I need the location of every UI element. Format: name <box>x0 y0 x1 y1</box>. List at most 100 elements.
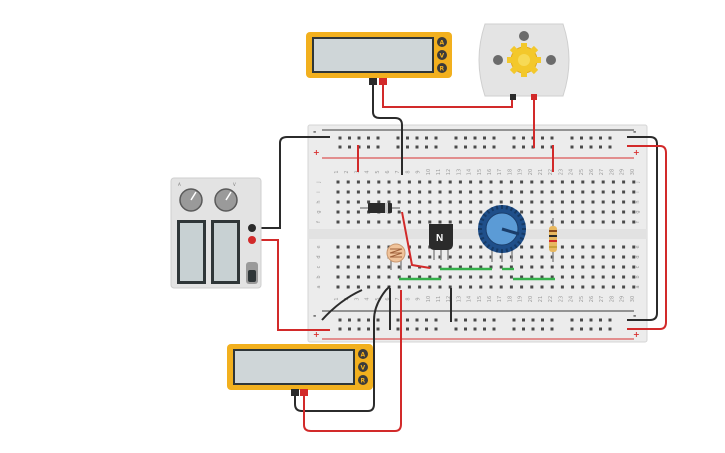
breadboard-hole[interactable] <box>418 245 422 249</box>
potentiometer-icon[interactable] <box>478 205 526 262</box>
breadboard-hole[interactable] <box>367 180 371 184</box>
breadboard-hole[interactable] <box>356 210 360 214</box>
breadboard-hole[interactable] <box>448 190 452 194</box>
breadboard-hole[interactable] <box>622 275 626 279</box>
breadboard[interactable]: - + - + - + - + 112233445566778899101011… <box>307 124 648 343</box>
rail-hole[interactable] <box>464 327 467 331</box>
rail-hole[interactable] <box>608 318 612 322</box>
rail-hole[interactable] <box>396 136 400 140</box>
breadboard-hole[interactable] <box>448 275 452 279</box>
breadboard-hole[interactable] <box>356 245 360 249</box>
breadboard-hole[interactable] <box>581 190 585 194</box>
breadboard-hole[interactable] <box>581 180 585 184</box>
rail-hole[interactable] <box>348 327 351 331</box>
breadboard-hole[interactable] <box>377 255 381 259</box>
breadboard-hole[interactable] <box>469 285 473 289</box>
multimeter-bottom[interactable]: A V R <box>227 344 373 396</box>
breadboard-hole[interactable] <box>428 220 432 224</box>
breadboard-hole[interactable] <box>407 265 411 269</box>
breadboard-hole[interactable] <box>448 180 452 184</box>
wire-black-supply-to-rail[interactable] <box>252 136 330 229</box>
rail-hole[interactable] <box>608 327 612 331</box>
resistor-icon[interactable] <box>549 218 557 262</box>
breadboard-hole[interactable] <box>550 210 554 214</box>
breadboard-hole[interactable] <box>346 245 350 249</box>
rail-hole[interactable] <box>580 318 583 322</box>
breadboard-hole[interactable] <box>530 285 534 289</box>
breadboard-hole[interactable] <box>448 200 452 204</box>
breadboard-hole[interactable] <box>581 220 585 224</box>
breadboard-hole[interactable] <box>458 200 462 204</box>
breadboard-hole[interactable] <box>387 220 391 224</box>
rail-hole[interactable] <box>454 318 458 322</box>
rail-hole[interactable] <box>338 327 342 331</box>
breadboard-hole[interactable] <box>489 190 493 194</box>
breadboard-hole[interactable] <box>346 180 350 184</box>
breadboard-hole[interactable] <box>520 210 524 214</box>
rail-hole[interactable] <box>464 145 467 149</box>
breadboard-hole[interactable] <box>591 180 595 184</box>
breadboard-hole[interactable] <box>550 275 554 279</box>
breadboard-hole[interactable] <box>520 190 524 194</box>
breadboard-hole[interactable] <box>581 275 585 279</box>
breadboard-hole[interactable] <box>622 200 626 204</box>
breadboard-hole[interactable] <box>418 200 422 204</box>
breadboard-hole[interactable] <box>560 285 564 289</box>
breadboard-hole[interactable] <box>407 190 411 194</box>
breadboard-hole[interactable] <box>540 220 544 224</box>
wire-red-right-rail[interactable] <box>627 145 667 330</box>
rail-hole[interactable] <box>464 136 467 140</box>
rail-hole[interactable] <box>570 145 574 149</box>
breadboard-hole[interactable] <box>407 180 411 184</box>
wire-black-bottom-meter[interactable] <box>294 285 391 412</box>
breadboard-hole[interactable] <box>530 265 534 269</box>
breadboard-hole[interactable] <box>418 255 422 259</box>
power-supply-switch-lever[interactable] <box>248 270 256 282</box>
breadboard-hole[interactable] <box>632 255 636 259</box>
breadboard-hole[interactable] <box>458 190 462 194</box>
breadboard-hole[interactable] <box>560 200 564 204</box>
breadboard-hole[interactable] <box>479 180 483 184</box>
breadboard-hole[interactable] <box>622 220 626 224</box>
breadboard-hole[interactable] <box>407 210 411 214</box>
wire-black-meter-to-board[interactable] <box>372 82 403 175</box>
rail-hole[interactable] <box>338 318 342 322</box>
breadboard-hole[interactable] <box>622 190 626 194</box>
breadboard-hole[interactable] <box>560 210 564 214</box>
breadboard-hole[interactable] <box>346 190 350 194</box>
rail-hole[interactable] <box>376 136 380 140</box>
breadboard-hole[interactable] <box>632 210 636 214</box>
breadboard-hole[interactable] <box>336 220 340 224</box>
rail-hole[interactable] <box>434 136 438 140</box>
breadboard-hole[interactable] <box>346 255 350 259</box>
breadboard-hole[interactable] <box>428 180 432 184</box>
breadboard-hole[interactable] <box>571 285 575 289</box>
breadboard-hole[interactable] <box>489 275 493 279</box>
breadboard-hole[interactable] <box>397 210 401 214</box>
breadboard-hole[interactable] <box>387 180 391 184</box>
breadboard-hole[interactable] <box>611 245 615 249</box>
breadboard-hole[interactable] <box>540 245 544 249</box>
breadboard-hole[interactable] <box>418 220 422 224</box>
breadboard-hole[interactable] <box>611 220 615 224</box>
breadboard-hole[interactable] <box>397 200 401 204</box>
multimeter-bottom-probe-com[interactable] <box>291 389 299 396</box>
breadboard-hole[interactable] <box>448 220 452 224</box>
breadboard-hole[interactable] <box>458 245 462 249</box>
breadboard-hole[interactable] <box>336 210 340 214</box>
rail-hole[interactable] <box>541 145 544 149</box>
breadboard-hole[interactable] <box>377 265 381 269</box>
breadboard-hole[interactable] <box>601 255 605 259</box>
rail-hole[interactable] <box>589 145 593 149</box>
wires[interactable] <box>252 82 667 432</box>
rail-hole[interactable] <box>406 145 409 149</box>
breadboard-hole[interactable] <box>581 245 585 249</box>
breadboard-hole[interactable] <box>377 245 381 249</box>
rail-hole[interactable] <box>473 145 477 149</box>
rail-hole[interactable] <box>415 327 419 331</box>
breadboard-hole[interactable] <box>438 180 442 184</box>
breadboard-hole[interactable] <box>397 190 401 194</box>
breadboard-hole[interactable] <box>601 275 605 279</box>
breadboard-hole[interactable] <box>591 210 595 214</box>
breadboard-hole[interactable] <box>622 285 626 289</box>
